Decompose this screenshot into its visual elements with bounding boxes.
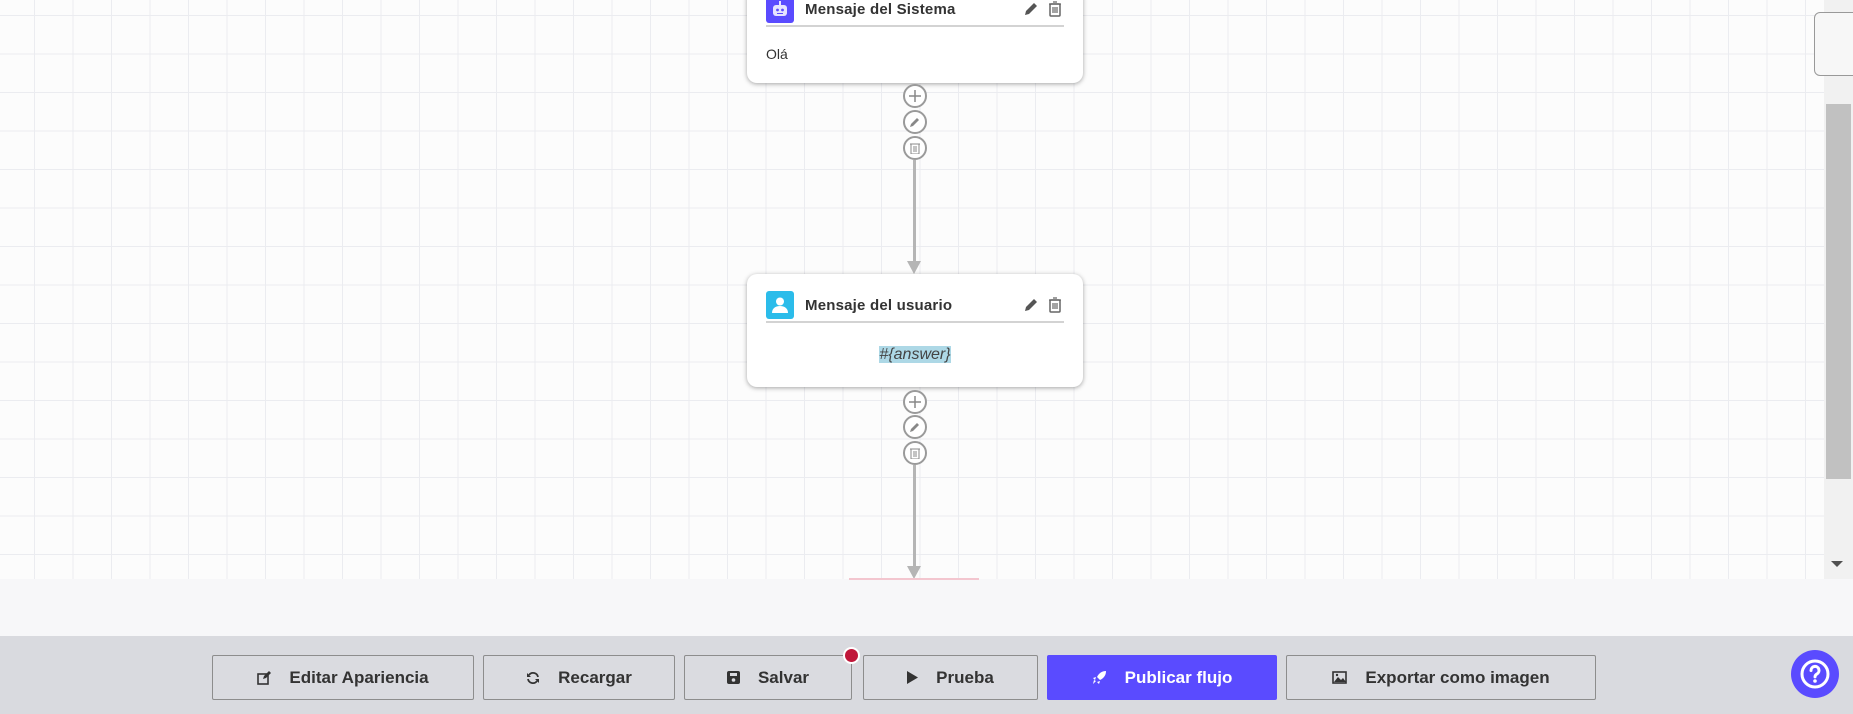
connector-arrow	[907, 566, 921, 579]
reload-button[interactable]: Recargar	[483, 655, 675, 700]
edit-connection-button[interactable]	[903, 110, 927, 134]
scroll-down-arrow-icon[interactable]	[1831, 561, 1843, 567]
node-title: Mensaje del usuario	[805, 296, 953, 314]
connector-line	[913, 160, 916, 262]
delete-node-icon[interactable]	[1046, 296, 1064, 314]
node-body: Olá	[766, 46, 788, 62]
question-circle-icon	[1800, 659, 1830, 689]
delete-node-icon[interactable]	[1046, 0, 1064, 18]
add-step-button[interactable]	[903, 390, 927, 414]
unsaved-changes-indicator	[843, 647, 860, 664]
node-body: #{answer}	[879, 346, 951, 363]
add-step-button[interactable]	[903, 84, 927, 108]
play-icon	[907, 671, 919, 684]
help-button[interactable]	[1791, 650, 1839, 698]
refresh-icon	[527, 671, 540, 684]
edit-connection-button[interactable]	[903, 415, 927, 439]
side-panel-toggle[interactable]	[1814, 12, 1853, 76]
save-button[interactable]: Salvar	[684, 655, 852, 700]
edit-icon	[257, 670, 272, 685]
publish-flow-button[interactable]: Publicar flujo	[1047, 655, 1277, 700]
edit-node-icon[interactable]	[1022, 296, 1040, 314]
user-message-node[interactable]: Mensaje del usuario #{answer}	[747, 274, 1083, 387]
delete-connection-button[interactable]	[903, 441, 927, 465]
system-message-node[interactable]: Mensaje del Sistema Olá	[747, 0, 1083, 83]
export-image-button[interactable]: Exportar como imagen	[1286, 655, 1596, 700]
delete-connection-button[interactable]	[903, 136, 927, 160]
connector-line	[913, 465, 916, 567]
image-icon	[1332, 671, 1348, 684]
robot-icon	[766, 0, 794, 23]
edit-node-icon[interactable]	[1022, 0, 1040, 18]
scrollbar-thumb[interactable]	[1826, 104, 1851, 479]
test-button[interactable]: Prueba	[863, 655, 1038, 700]
edit-appearance-button[interactable]: Editar Apariencia	[212, 655, 474, 700]
next-node-edge	[849, 578, 979, 580]
user-icon	[766, 291, 794, 319]
connector-arrow	[907, 261, 921, 274]
save-icon	[726, 671, 740, 684]
rocket-icon	[1092, 671, 1106, 684]
node-title: Mensaje del Sistema	[805, 0, 956, 18]
